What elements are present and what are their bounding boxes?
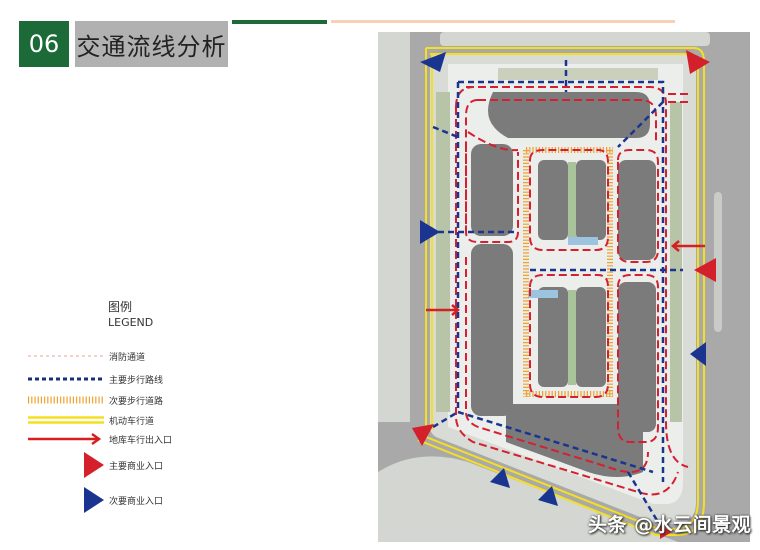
header-rule-green (232, 20, 327, 24)
legend-title: 图例 (108, 300, 133, 314)
orange-hatched-line-icon (28, 396, 104, 404)
legend-label: 地库车行出入口 (109, 435, 173, 446)
legend-label: 次要商业入口 (109, 496, 164, 507)
pink-dashed-line-icon (28, 355, 104, 357)
legend-item-fire-lane: 消防通道 (28, 348, 145, 364)
legend-item-main-entrance: 主要商业入口 (28, 450, 163, 480)
section-number: 06 (19, 21, 69, 67)
legend-item-secondary-walk: 次要步行道路 (28, 392, 163, 408)
legend-item-main-walk: 主要步行路线 (28, 371, 163, 387)
legend-label: 次要步行道路 (109, 396, 164, 407)
watermark: 头条 @水云间景观 (588, 514, 752, 536)
legend-item-garage-entrance: 地库车行出入口 (28, 431, 172, 447)
legend-label: 主要商业入口 (109, 461, 164, 472)
legend-label: 机动车行道 (109, 416, 155, 427)
site-plan-map (378, 32, 750, 542)
yellow-double-line-icon (28, 416, 104, 424)
navy-dotted-line-icon (28, 377, 104, 381)
page-title: 交通流线分析 (75, 21, 228, 67)
legend-label: 消防通道 (109, 352, 146, 363)
page-title-text: 交通流线分析 (76, 32, 227, 61)
red-triangle-icon (84, 452, 104, 478)
legend-label: 主要步行路线 (109, 375, 164, 386)
legend-item-vehicle-road: 机动车行道 (28, 412, 154, 428)
blue-triangle-icon (84, 487, 104, 513)
legend-subtitle: LEGEND (108, 316, 154, 329)
red-arrow-icon (28, 432, 102, 446)
section-number-text: 06 (28, 30, 60, 58)
legend-item-secondary-entrance: 次要商业入口 (28, 485, 163, 515)
header-rule-peach (331, 20, 675, 23)
